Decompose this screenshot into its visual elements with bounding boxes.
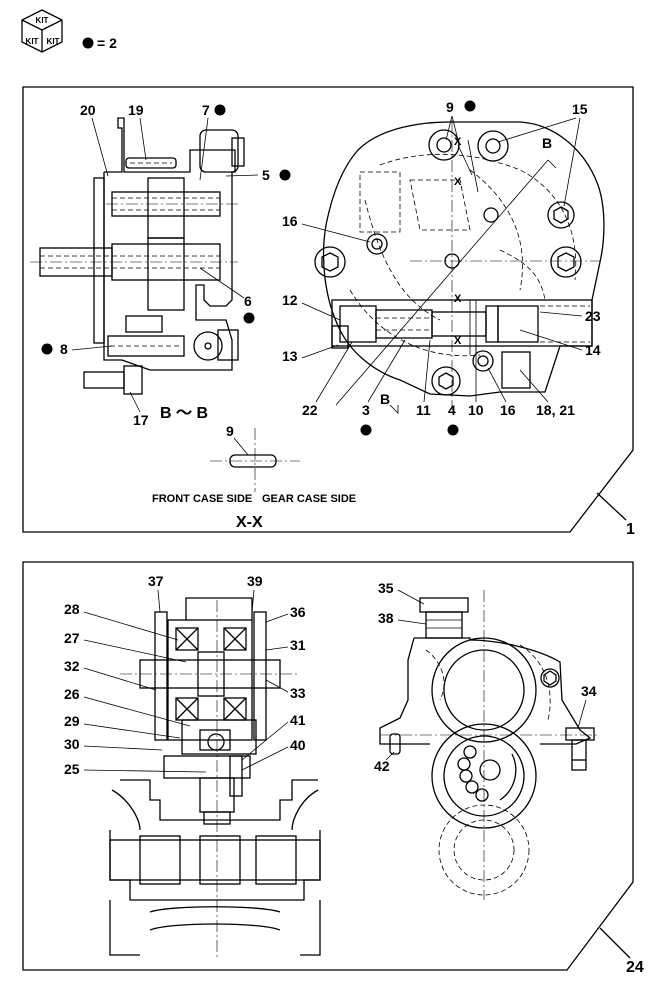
dot-4-icon — [447, 424, 459, 436]
gear-case-section — [109, 597, 321, 960]
dot-7-icon — [214, 104, 226, 116]
label-25: 25 — [64, 761, 80, 777]
label-7: 7 — [202, 102, 210, 118]
label-34: 34 — [581, 683, 597, 699]
label-29: 29 — [64, 713, 80, 729]
dot-9-icon — [464, 100, 476, 112]
xx-part-label: 9 — [226, 423, 234, 439]
label-12: 12 — [282, 292, 298, 308]
view-bb-caption: B ～ B — [160, 405, 208, 422]
label-42: 42 — [374, 758, 390, 774]
label-22: 22 — [302, 402, 318, 418]
label-19: 19 — [128, 102, 144, 118]
marker-x-spool-bottom: X — [454, 335, 462, 347]
kit-top-text: KIT — [36, 16, 49, 25]
label-13: 13 — [282, 348, 298, 364]
label-31: 31 — [290, 637, 306, 653]
label-38: 38 — [378, 610, 394, 626]
label-11: 11 — [416, 402, 431, 418]
label-6: 6 — [244, 293, 252, 309]
dot-5-icon — [279, 169, 291, 181]
label-35: 35 — [378, 580, 394, 596]
marker-x-spool-top: X — [454, 293, 462, 305]
label-4: 4 — [448, 402, 456, 418]
xx-gear-label: GEAR CASE SIDE — [262, 493, 356, 505]
label-33: 33 — [290, 685, 306, 701]
label-15: 15 — [572, 101, 588, 117]
label-16-upper: 16 — [282, 213, 298, 229]
label-39: 39 — [247, 573, 263, 589]
label-10: 10 — [468, 402, 484, 418]
gear-case-labels: 37 39 28 36 27 31 32 33 26 41 29 40 30 2… — [64, 573, 306, 777]
view-xx-caption: X-X — [236, 514, 263, 531]
marker-b-top: B — [542, 135, 552, 151]
pump-side-view — [379, 590, 600, 900]
label-9: 9 — [446, 99, 454, 115]
label-36: 36 — [290, 604, 306, 620]
label-30: 30 — [64, 736, 80, 752]
xx-front-label: FRONT CASE SIDE — [152, 493, 252, 505]
label-20: 20 — [80, 102, 96, 118]
marker-x-mid: X — [454, 176, 462, 188]
pump-side-labels: 35 38 34 42 — [374, 580, 597, 774]
label-8: 8 — [60, 341, 68, 357]
kit-cube-icon: KIT KIT KIT — [21, 9, 63, 53]
front-view-labels: 9 X X 15 B 16 12 13 22 3 B 11 4 10 16 18… — [282, 99, 601, 436]
label-14: 14 — [585, 342, 601, 358]
kit-right-text: KIT — [47, 37, 60, 46]
label-28: 28 — [64, 601, 80, 617]
label-16-lower: 16 — [500, 402, 516, 418]
dot-6-icon — [243, 312, 255, 324]
label-41: 41 — [290, 712, 306, 728]
label-26: 26 — [64, 686, 80, 702]
panel-2-frame — [22, 561, 634, 971]
label-18-21: 18, 21 — [536, 402, 575, 418]
label-27: 27 — [64, 630, 80, 646]
label-40: 40 — [290, 737, 306, 753]
panel-1-ref-number: 1 — [626, 521, 635, 538]
dot-8-icon — [41, 343, 53, 355]
panel-2-ref-number: 24 — [626, 959, 644, 976]
kit-left-text: KIT — [26, 37, 39, 46]
label-23: 23 — [585, 308, 601, 324]
marker-x-top: X — [454, 136, 462, 148]
panel-1-frame — [22, 86, 634, 533]
bb-labels: 20 19 7 5 6 8 17 B ～ B — [41, 102, 291, 428]
label-32: 32 — [64, 658, 80, 674]
marker-b-bottom: B — [380, 391, 390, 407]
label-37: 37 — [148, 573, 164, 589]
dot-3-icon — [360, 424, 372, 436]
label-17: 17 — [133, 412, 149, 428]
label-5: 5 — [262, 167, 270, 183]
quantity-dot-icon — [82, 37, 94, 49]
dot-quantity-note: = 2 — [97, 35, 117, 51]
section-bb-view — [30, 117, 245, 395]
section-xx-view: 9 FRONT CASE SIDE GEAR CASE SIDE X-X — [152, 423, 356, 531]
label-3: 3 — [362, 402, 370, 418]
front-view — [314, 120, 605, 414]
